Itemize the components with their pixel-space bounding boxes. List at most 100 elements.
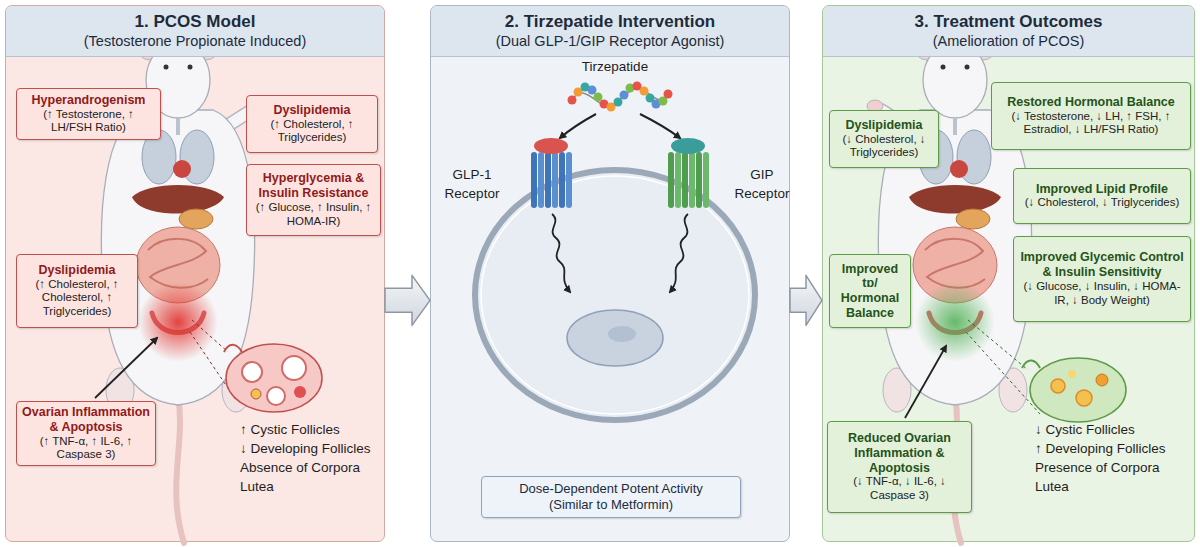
inset-leader [966,332,1040,414]
fallopian-tube [224,345,242,352]
box-body: (↑ Cholesterol, ↑ Cholesterol, ↑ Triglyc… [22,278,132,319]
box-heading: Hyperandrogenism [32,93,146,108]
panel-header: 1. PCOS Model(Testosterone Propionate In… [6,6,384,57]
inset-leader [968,320,1028,370]
peptide-bead [574,88,583,97]
panel-header: 2. Tirzepatide Intervention(Dual GLP-1/G… [431,6,789,57]
annotation-label: Absence of Corpora Lutea [240,459,375,496]
peptide-bead [568,96,577,105]
gip-receptor [668,138,709,208]
signal-arrow [670,214,688,292]
panel-subtitle: (Amelioration of PCOS) [933,32,1085,50]
box-body: (↑ TNF-α, ↑ IL-6, ↑ Caspase 3) [22,435,150,463]
box-body: (↓ TNF-α, ↓ IL-6, ↓ Caspase 3) [833,475,966,503]
cell-membrane [475,170,755,420]
finding-box: Dyslipidemia(↓ Cholesterol, ↓ Triglyceri… [829,110,939,168]
box-heading: Dyslipidemia [845,118,922,133]
helix [689,152,695,208]
finding-box: Improved Glycemic Control & Insulin Sens… [1013,236,1191,322]
follicle [251,389,261,399]
peptide-bead [664,90,673,99]
fallopian-tube [1022,360,1040,368]
box-body: (↓ Cholesterol, ↓ Triglycerides) [835,133,933,161]
cystic-follicle [242,362,262,382]
box-heading: Dyslipidemia [38,263,115,278]
finding-box: Dyslipidemia(↑ Cholesterol, ↑ Cholestero… [16,254,138,328]
finding-box: Restored Hormonal Balance(↓ Testosterone… [991,82,1191,150]
annotation-label: ↑ Cystic Follicles [240,421,380,440]
box-body: (↓ Cholesterol, ↓ Triglycerides) [1025,196,1180,210]
hemorrhage [294,386,306,398]
flow-arrow [385,275,430,325]
inset-leader [190,332,236,400]
peptide-bead [594,93,603,102]
box-heading: Reduced Ovarian Inflammation & Apoptosis [833,431,966,475]
peptide-bead [607,103,616,112]
box-heading: Improved Glycemic Control & Insulin Sens… [1019,250,1185,280]
box-heading: Hyperglycemia & Insulin Resistance [252,171,375,201]
box-heading: Improved Lipid Profile [1036,182,1168,197]
peptide-bead [600,100,609,109]
panel-subtitle: (Dual GLP-1/GIP Receptor Agonist) [496,32,725,50]
box-heading: Improved tɒ/ Hormonal Balance [835,262,905,321]
cystic-follicle [267,387,285,405]
finding-box: Ovarian Inflammation & Apoptosis(↑ TNF-α… [16,401,156,466]
finding-box: Improved Lipid Profile(↓ Cholesterol, ↓ … [1013,168,1191,224]
helix [538,152,544,208]
helix [668,152,674,208]
treated-rat [867,34,1043,543]
helix [559,152,565,208]
annotation-label: Tirzepatide [565,58,665,77]
binding-arrow [560,114,596,138]
helix [675,152,681,208]
peptide-bead [652,100,661,109]
ovary-glow [138,282,218,362]
binding-arrow [640,114,680,138]
corpus-luteum [1096,374,1108,386]
finding-box: Hyperglycemia & Insulin Resistance(↑ Glu… [246,164,381,236]
developing-follicle [1051,379,1065,393]
peptide-bead [588,86,597,95]
cystic-ovary [226,344,322,412]
developing-follicle [1068,370,1076,378]
glp1-receptor [531,138,572,208]
leader-arrow [95,338,157,398]
peptide-bead [640,87,649,96]
annotation-label: GLP-1 Receptor [436,166,508,203]
flow-arrow [790,275,822,325]
peptide-bead [646,94,655,103]
signal-arrow [552,214,570,292]
panel-title: 3. Treatment Outcomes [914,12,1102,32]
nucleolus [608,326,636,342]
annotation-label: ↓ Cystic Follicles [1035,421,1185,440]
cystic-follicle [282,356,306,380]
finding-box: Improved tɒ/ Hormonal Balance [829,254,911,328]
nucleus [567,310,663,366]
finding-box: Dose-Dependent Potent Activity(Similar t… [481,476,741,518]
developing-follicle [1076,390,1092,406]
helix [696,152,702,208]
helix [703,152,709,208]
panel-title: 1. PCOS Model [135,12,256,32]
panel-title: 2. Tirzepatide Intervention [505,12,715,32]
box-body: (↑ Glucose, ↑ Insulin, ↑ HOMA-IR) [252,201,375,229]
pcos-rat [90,34,266,543]
box-body: (↓ Testosterone, ↓ LH, ↑ FSH, ↑ Estradio… [997,110,1185,138]
healthy-ovary [1030,358,1126,422]
helix [552,152,558,208]
panel-header: 3. Treatment Outcomes(Amelioration of PC… [823,6,1194,57]
box-body: (↑ Testosterone, ↑ LH/FSH Ratio) [22,108,155,136]
leader-arrow [905,346,946,418]
box-heading: Restored Hormonal Balance [1007,95,1174,110]
box-heading: Dyslipidemia [273,103,350,118]
panel-subtitle: (Testosterone Propionate Induced) [84,32,306,50]
cell-membrane-inner [481,176,749,414]
box-text: Dose-Dependent Potent Activity [519,481,703,497]
finding-box: Hyperandrogenism(↑ Testosterone, ↑ LH/FS… [16,88,161,140]
annotation-label: ↑ Developing Follicles [1035,440,1185,459]
panel: 2. Tirzepatide Intervention(Dual GLP-1/G… [430,5,790,542]
peptide-bead [620,91,629,100]
receptor-cap [534,138,568,154]
box-body: (↑ Cholesterol, ↑ Triglycerides) [252,118,372,146]
